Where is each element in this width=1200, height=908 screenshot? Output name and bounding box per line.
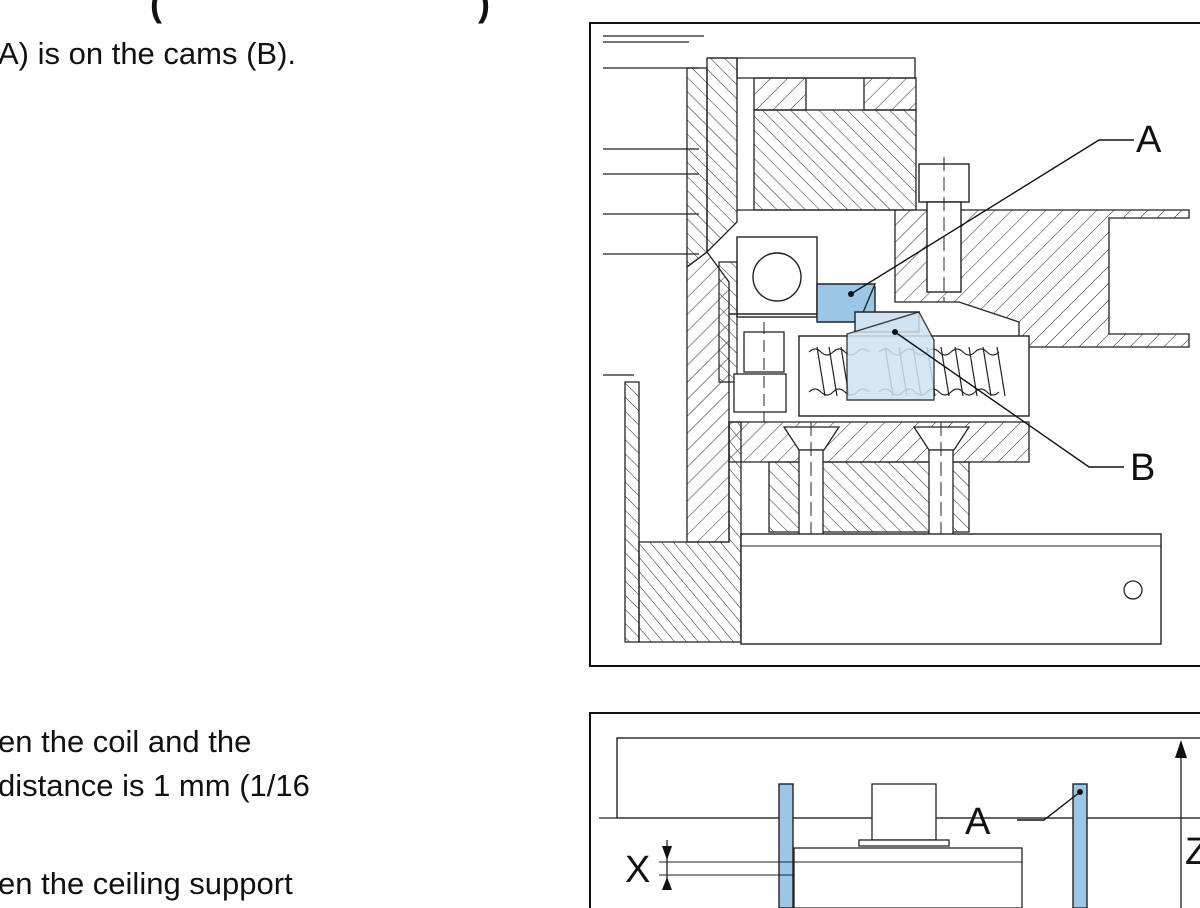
figure-cam-detail: A B [589,22,1200,667]
figure2-label-x: X [625,849,650,891]
heading-fragment: ( [150,0,162,22]
figure1-label-b: B [1130,447,1155,489]
heading-open: ( [150,0,162,24]
instruction-line-2b: distance is 1 mm (1/16 [0,768,310,803]
instruction-line-2a: en the coil and the [0,724,252,759]
instruction-line-1: A) is on the cams (B). [0,36,297,71]
figure1-label-a: A [1136,119,1162,161]
figure-ceiling-support: A X Z [589,712,1200,908]
heading-close: ) [478,0,490,24]
instruction-line-3: en the ceiling support [0,866,293,901]
figure2-label-a: A [965,801,991,843]
figure2-label-z: Z [1185,831,1200,873]
